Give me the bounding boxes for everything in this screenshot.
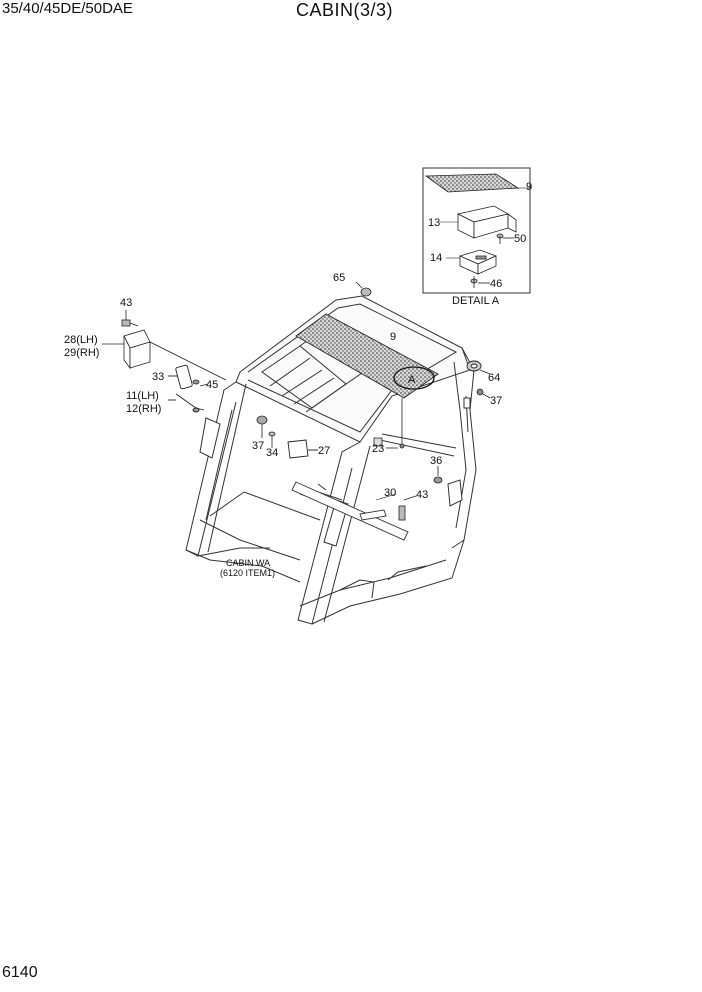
callout-43-top: 43 xyxy=(120,297,132,309)
callout-9-main: 9 xyxy=(390,331,396,343)
mirror-arm-11-12 xyxy=(168,393,205,413)
bolt-46 xyxy=(470,276,490,288)
detail-panel-9 xyxy=(424,173,520,193)
callout-30: 30 xyxy=(384,487,396,499)
bolt-50 xyxy=(496,233,514,244)
callout-34: 34 xyxy=(266,447,278,459)
detail-a-letter: A xyxy=(408,374,416,386)
cabin-note-line2: (6120 ITEM1) xyxy=(220,568,275,578)
callout-23: 23 xyxy=(372,443,384,455)
callout-14: 14 xyxy=(430,252,442,264)
bolt-43-top xyxy=(121,310,139,327)
part-65 xyxy=(355,281,372,297)
part-37-left xyxy=(256,415,268,438)
detail-bracket-13 xyxy=(456,205,517,239)
grommet-64 xyxy=(466,360,491,375)
detail-a-marker xyxy=(393,366,435,390)
callout-50: 50 xyxy=(514,233,526,245)
callout-43-mid: 43 xyxy=(416,489,428,501)
callout-13: 13 xyxy=(428,217,440,229)
detail-a-box: 9 13 50 14 46 DETAIL A xyxy=(422,167,532,307)
page-title: CABIN(3/3) xyxy=(296,0,394,20)
cabin-note-line1: CABIN WA xyxy=(226,558,270,568)
callout-28-lh: 28(LH) xyxy=(64,334,98,346)
callout-45: 45 xyxy=(206,379,218,391)
callout-11-lh: 11(LH) xyxy=(126,390,159,402)
bolt-43-mid xyxy=(398,495,417,521)
page-number: 6140 xyxy=(2,964,38,981)
mirror-27 xyxy=(287,439,318,459)
part-37-right xyxy=(476,388,491,399)
callout-33: 33 xyxy=(152,371,164,383)
callout-46: 46 xyxy=(490,278,502,290)
model-code: 35/40/45DE/50DAE xyxy=(2,0,133,17)
bolt-23 xyxy=(373,398,405,449)
callout-27: 27 xyxy=(318,445,330,457)
callout-12-rh: 12(RH) xyxy=(126,403,161,415)
bar-30 xyxy=(291,481,409,541)
callout-37-left: 37 xyxy=(252,440,264,452)
callout-29-rh: 29(RH) xyxy=(64,347,99,359)
part-34 xyxy=(268,431,276,448)
callout-37-right: 37 xyxy=(490,395,502,407)
cabin-frame xyxy=(185,295,477,625)
detail-a-caption: DETAIL A xyxy=(452,295,500,307)
detail-bracket-14 xyxy=(458,249,498,275)
callout-64: 64 xyxy=(488,372,500,384)
callout-36: 36 xyxy=(430,455,442,467)
part-36 xyxy=(433,466,443,484)
part-45 xyxy=(192,379,209,387)
callout-9-detail: 9 xyxy=(526,181,532,193)
mirror-33 xyxy=(168,364,193,390)
mirror-bracket-28-29 xyxy=(102,329,227,381)
callout-65: 65 xyxy=(333,272,345,284)
roof-panel-9 xyxy=(295,313,439,399)
